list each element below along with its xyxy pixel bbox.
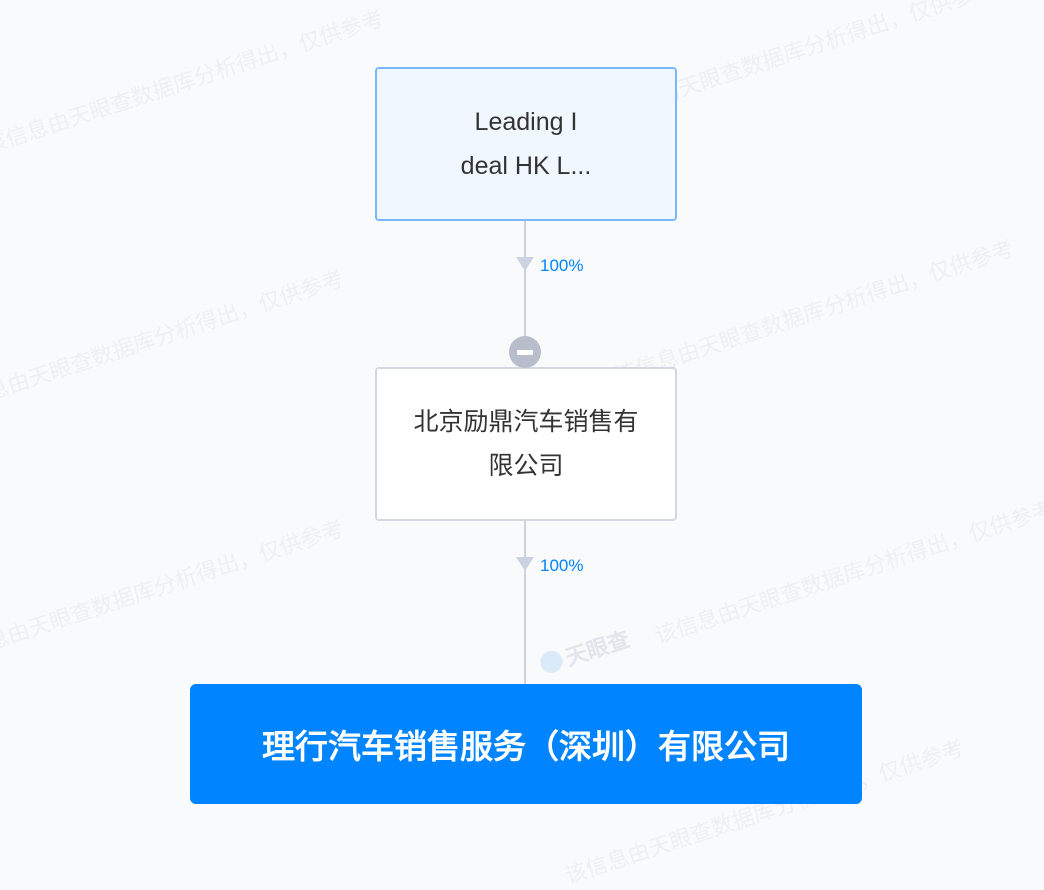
shareholder-node-leading-ideal[interactable]: Leading I deal HK L...: [375, 67, 677, 221]
node-label: 理行汽车销售服务（深圳）有限公司: [262, 728, 790, 765]
edge-percent: 100%: [540, 556, 584, 575]
node-label: Leading I: [474, 108, 578, 136]
minus-icon: [517, 349, 533, 355]
collapse-button[interactable]: [509, 336, 541, 368]
edge-line: [524, 221, 526, 367]
watermark-text: 该信息由天眼查数据库分析得出，仅供参考: [651, 496, 1044, 650]
watermark-text: 该信息由天眼查数据库分析得出，仅供参考: [0, 6, 388, 160]
node-label: 北京励鼎汽车销售有: [413, 408, 639, 436]
arrow-down-icon: [516, 557, 534, 571]
target-company-node[interactable]: 理行汽车销售服务（深圳）有限公司: [190, 684, 862, 804]
shareholder-node-beijing-liding[interactable]: 北京励鼎汽车销售有限公司: [375, 367, 677, 521]
edge-line: [524, 521, 526, 684]
watermark-text: 该信息由天眼查数据库分析得出，仅供参考: [0, 266, 348, 420]
arrow-down-icon: [516, 257, 534, 271]
watermark-brand: 天眼查: [562, 626, 633, 671]
watermark-logo: 天眼查: [536, 622, 633, 681]
node-label: 限公司: [488, 452, 564, 480]
node-label: deal HK L...: [460, 152, 592, 180]
watermark-text: 该信息由天眼查数据库分析得出，仅供参考: [0, 516, 348, 670]
brand-logo-icon: [537, 647, 566, 676]
edge-percent: 100%: [540, 256, 584, 275]
